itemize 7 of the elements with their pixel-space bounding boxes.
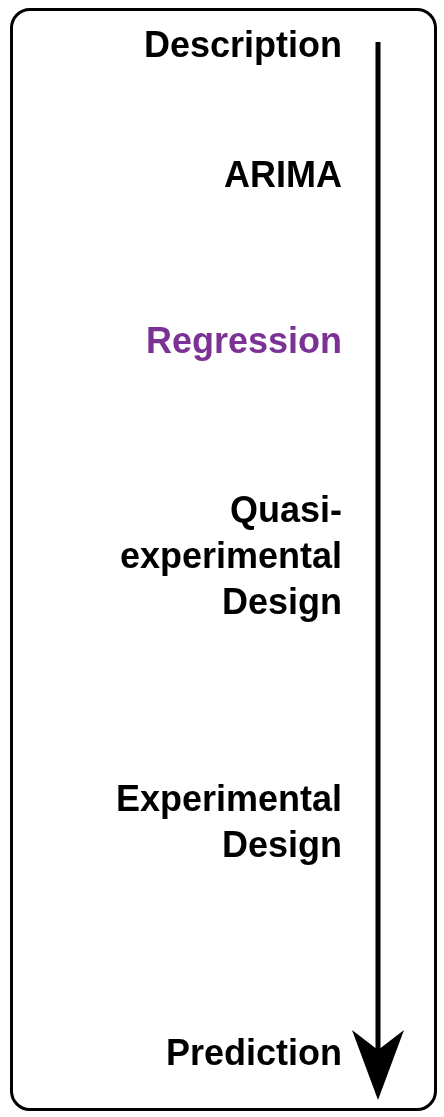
method-label: Quasi-experimental Design xyxy=(118,488,342,624)
method-label: ARIMA xyxy=(223,153,342,197)
method-label: Description xyxy=(142,23,342,67)
method-label: Prediction xyxy=(164,1031,342,1075)
method-label: Experimental Design xyxy=(114,777,342,867)
panel-frame xyxy=(10,8,437,1111)
method-label: Regression xyxy=(144,319,342,363)
